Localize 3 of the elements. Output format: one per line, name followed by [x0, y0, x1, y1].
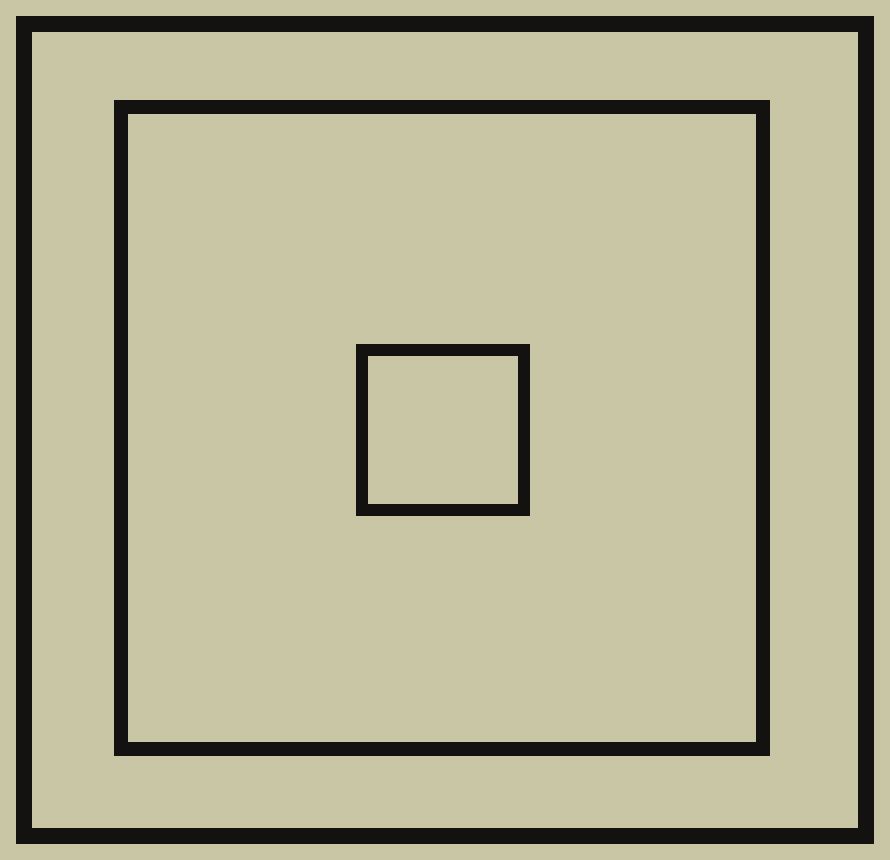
outer-square-frame	[16, 16, 874, 844]
middle-square-frame	[114, 100, 770, 756]
center-square	[356, 344, 530, 516]
